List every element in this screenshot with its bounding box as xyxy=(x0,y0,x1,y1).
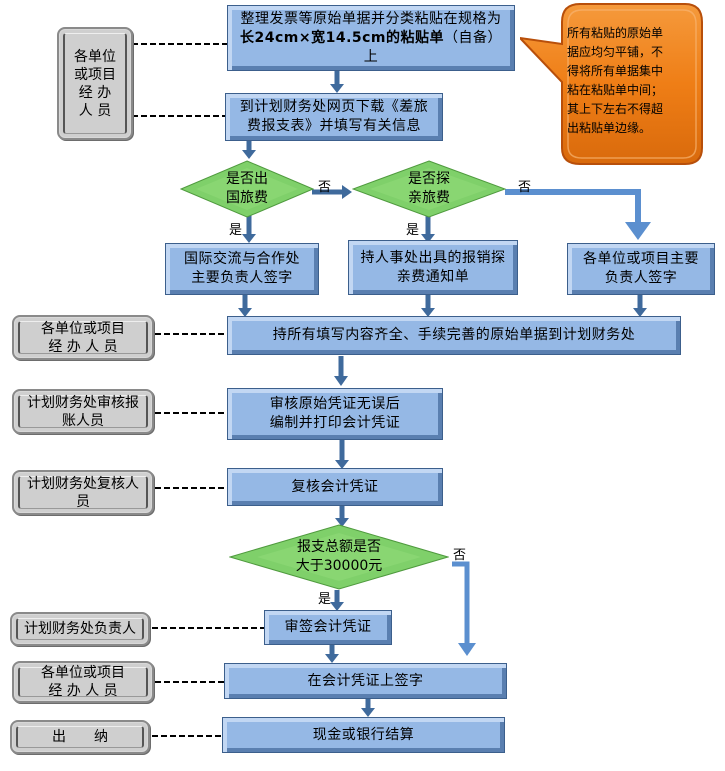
arrowhead xyxy=(242,234,256,243)
role-review-staff: 计划财务处复核人 员 xyxy=(12,470,154,515)
role-cashier: 出 纳 xyxy=(10,720,150,754)
step-download-form: 到计划财务处网页下载《差旅费报支表》并填写有关信息 xyxy=(225,93,443,141)
arrowhead xyxy=(335,460,349,469)
step-text: 审签会计凭证 xyxy=(284,619,372,635)
step-settlement: 现金或银行结算 xyxy=(222,717,505,753)
arrowhead xyxy=(238,308,252,317)
arrowhead xyxy=(330,84,344,93)
label-yes: 是 xyxy=(406,223,420,238)
role-label: 各单位 或项目 经 办 人 员 xyxy=(74,48,116,119)
note-callout: 所有粘贴的原始单据应均匀平铺，不得将所有单据集中粘在粘贴单中间；其上下左右不得超… xyxy=(520,0,725,172)
step-text-bold: 长24cm×宽14.5cm的粘贴单 xyxy=(239,29,445,46)
diamond-shape xyxy=(352,160,506,218)
step-text: 各单位或项目主要负责人签字 xyxy=(583,251,699,286)
label-yes: 是 xyxy=(318,592,332,607)
step-text-rest: （自备）上 xyxy=(363,29,503,65)
step-text: 持所有填写内容齐全、手续完善的原始单据到计划财务处 xyxy=(272,327,636,343)
arrowhead xyxy=(633,308,647,317)
diamond-shape xyxy=(229,524,449,590)
diamond-shape xyxy=(180,160,314,218)
role-label: 计划财务处复核人 员 xyxy=(27,475,139,510)
decision-text: 是否探 亲旅费 xyxy=(408,171,450,206)
role-unit-staff-1: 各单位 或项目 经 办 人 员 xyxy=(57,27,133,140)
arrowhead xyxy=(342,185,352,199)
arrow-d2-unit xyxy=(505,189,641,226)
arrowhead xyxy=(421,234,435,243)
role-label: 各单位或项目 经 办 人 员 xyxy=(41,320,125,355)
step-text: 复核会计凭证 xyxy=(291,478,379,495)
arrowhead xyxy=(361,708,375,717)
step-audit-voucher: 审核原始凭证无误后 编制并打印会计凭证 xyxy=(227,388,443,440)
role-label: 出 纳 xyxy=(52,729,108,745)
arrowhead xyxy=(325,654,339,663)
arrowhead xyxy=(242,150,256,159)
arrowhead xyxy=(458,643,476,656)
role-unit-staff-2: 各单位或项目 经 办 人 员 xyxy=(12,315,154,360)
decision-family-visit: 是否探 亲旅费 xyxy=(352,160,506,218)
step-text: 到计划财务处网页下载《差旅费报支表》并填写有关信息 xyxy=(239,99,429,134)
role-unit-staff-3: 各单位或项目 经 办 人 员 xyxy=(12,661,154,703)
step-hr-notice: 持人事处出具的报销探亲费通知单 xyxy=(348,240,518,295)
arrowhead xyxy=(625,222,651,240)
arrowhead xyxy=(421,308,435,317)
role-label: 计划财务处审核报 账人员 xyxy=(27,394,139,429)
step-unit-head-sign: 各单位或项目主要负责人签字 xyxy=(567,243,715,295)
role-audit-staff: 计划财务处审核报 账人员 xyxy=(12,389,154,434)
arrow-d3-s7 xyxy=(452,561,470,646)
step-text: 持人事处出具的报销探亲费通知单 xyxy=(360,249,506,285)
step-text: 国际交流与合作处主要负责人签字 xyxy=(184,251,300,286)
step-text: 整理发票等原始单据并分类粘贴在规格为 长24cm×宽14.5cm的粘贴单（自备）… xyxy=(228,10,514,67)
dashed-role-links xyxy=(132,43,265,737)
step-submit-to-finance: 持所有填写内容齐全、手续完善的原始单据到计划财务处 xyxy=(227,316,681,355)
decision-text: 报支总额是否 大于30000元 xyxy=(295,539,383,574)
callout-text: 所有粘贴的原始单据应均匀平铺，不得将所有单据集中粘在粘贴单中间；其上下左右不得超… xyxy=(567,26,664,135)
decision-text: 是否出 国旅费 xyxy=(226,171,268,206)
label-no: 否 xyxy=(453,548,467,563)
role-label: 计划财务处负责人 xyxy=(24,621,136,637)
step-sign-voucher: 在会计凭证上签字 xyxy=(224,663,507,699)
step-organize-receipts: 整理发票等原始单据并分类粘贴在规格为 长24cm×宽14.5cm的粘贴单（自备）… xyxy=(227,5,515,71)
arrowhead xyxy=(335,518,349,527)
label-no: 否 xyxy=(318,180,332,195)
decision-overseas-travel: 是否出 国旅费 xyxy=(180,160,314,218)
step-intl-office-sign: 国际交流与合作处主要负责人签字 xyxy=(165,243,319,295)
step-approve-voucher: 审签会计凭证 xyxy=(264,610,392,645)
callout-shape xyxy=(520,3,703,165)
step-review-voucher: 复核会计凭证 xyxy=(227,468,443,506)
label-yes: 是 xyxy=(229,223,243,238)
arrowhead xyxy=(334,376,348,386)
label-no: 否 xyxy=(518,180,532,195)
step-text: 审核原始凭证无误后 编制并打印会计凭证 xyxy=(269,396,401,431)
step-text-line1: 整理发票等原始单据并分类粘贴在规格为 xyxy=(240,10,502,27)
role-finance-head: 计划财务处负责人 xyxy=(10,612,150,646)
decision-amount-threshold: 报支总额是否 大于30000元 xyxy=(229,524,449,590)
role-label: 各单位或项目 经 办 人 员 xyxy=(41,665,125,699)
step-text: 现金或银行结算 xyxy=(312,726,415,743)
arrowhead xyxy=(330,602,344,611)
step-text: 在会计凭证上签字 xyxy=(307,672,424,689)
